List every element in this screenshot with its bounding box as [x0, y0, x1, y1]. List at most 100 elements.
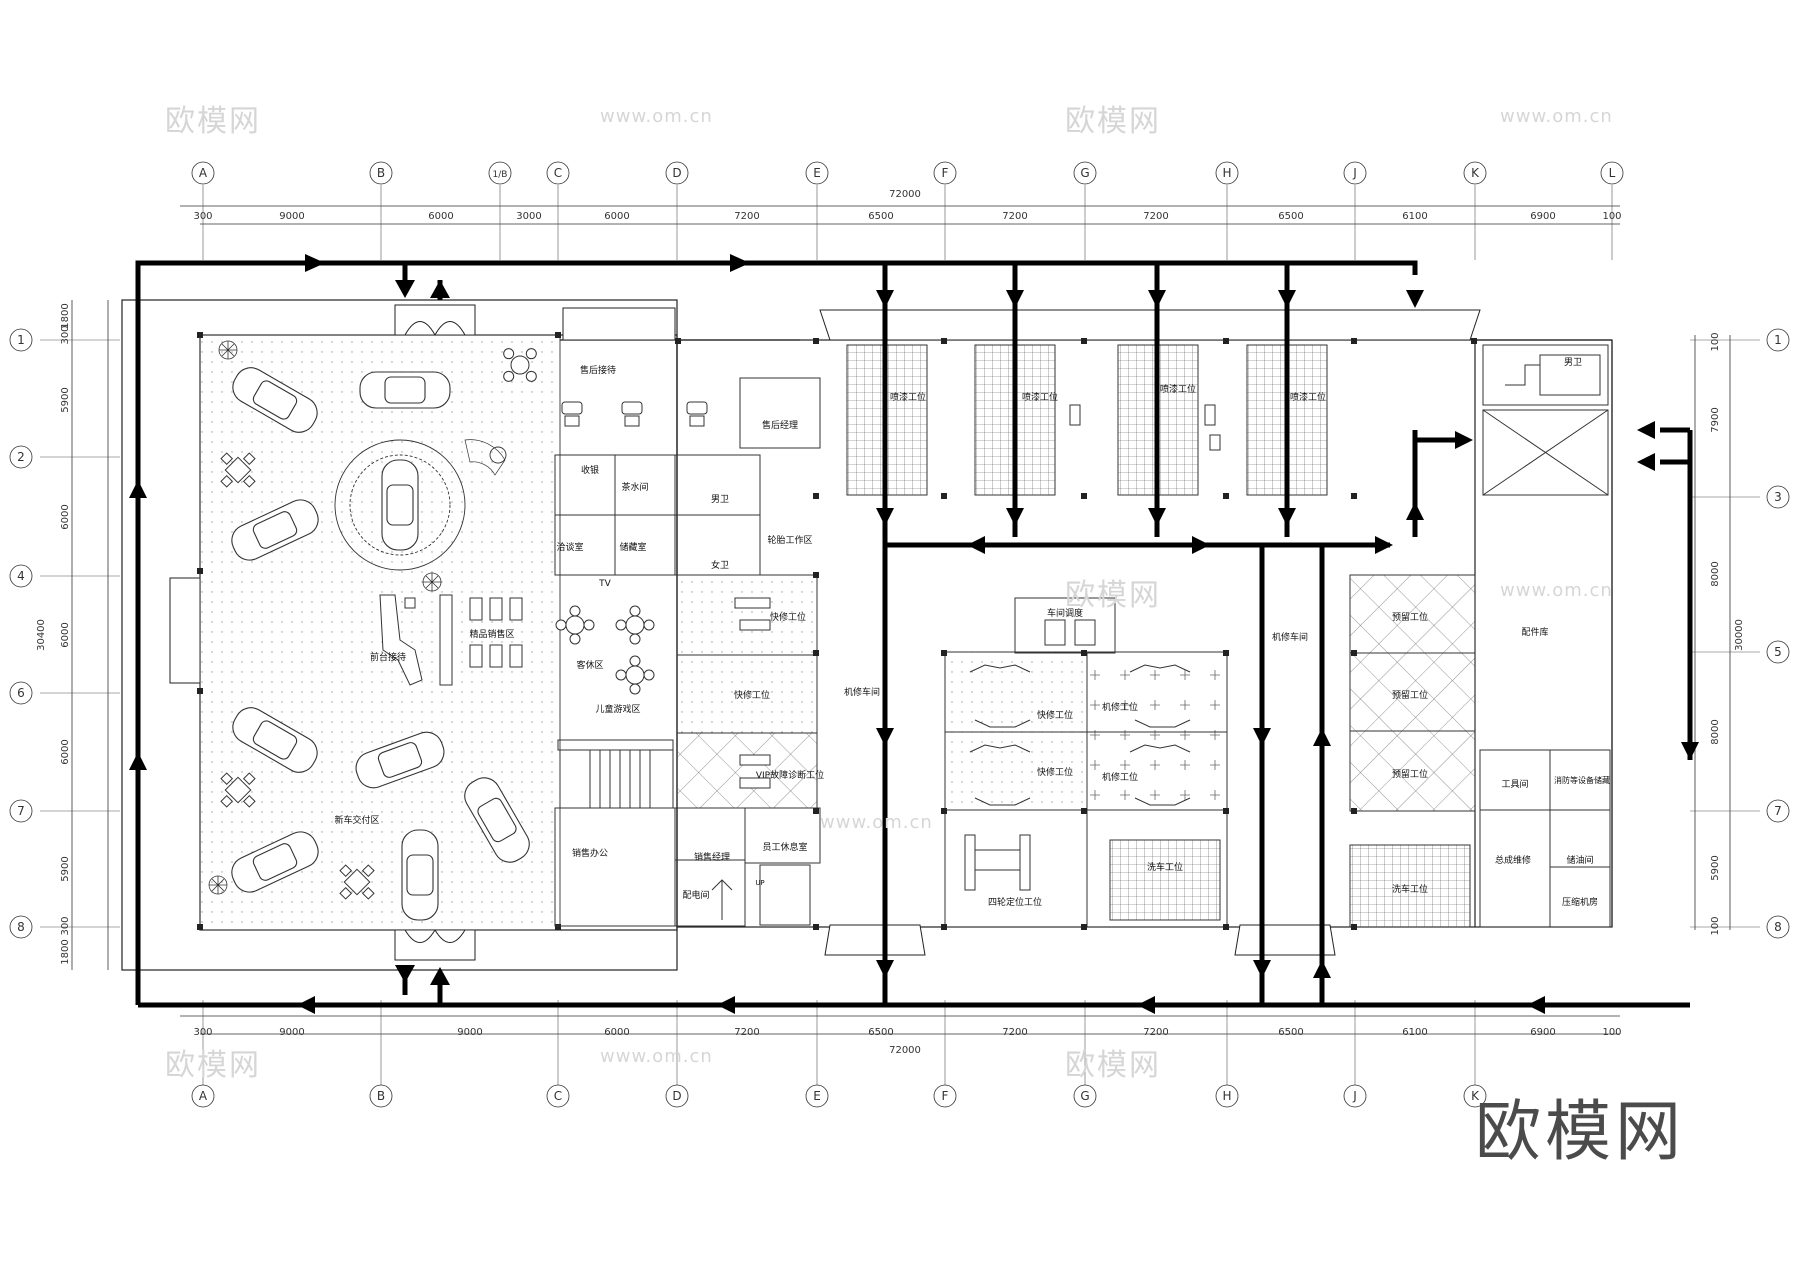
arrow-down-icon	[1406, 290, 1424, 308]
plant-icon	[218, 340, 238, 360]
arrow-left-icon	[1637, 453, 1655, 471]
watermark-brand: 欧模网	[1065, 578, 1161, 613]
arrow-down-icon	[1006, 290, 1024, 308]
arrow-left-icon	[967, 536, 985, 554]
watermark-brand: 欧模网	[1065, 1048, 1161, 1083]
label-prep-bay-3: 预留工位	[1392, 768, 1428, 780]
axis-C-bottom: C	[554, 1089, 562, 1103]
dim-bottom-9: 6500	[1278, 1027, 1303, 1038]
bottom-dimensions: 300 9000 9000 6000 7200 6500 7200 7200 6…	[193, 1027, 1621, 1056]
label-power-room: 配电间	[682, 889, 709, 901]
label-paint-bay-4: 喷漆工位	[1290, 391, 1326, 403]
dim-top-4: 3000	[516, 211, 541, 222]
axis-J-top: J	[1352, 166, 1357, 180]
arrow-down-icon	[1148, 290, 1166, 308]
label-wash-bay-2: 洗车工位	[1392, 883, 1428, 895]
arrow-right-icon	[730, 254, 750, 272]
watermark-brand: 欧模网	[1065, 104, 1161, 139]
axis-G-bottom: G	[1080, 1089, 1089, 1103]
display-cars	[231, 367, 530, 921]
axis-bubbles-right: 1 3 5 7 8	[1766, 328, 1790, 939]
car-icon	[231, 499, 319, 561]
room-labels: 售后接待 售后经理 收银 茶水间 男卫 女卫 洽谈室 储藏室 TV 轮胎工作区 …	[334, 357, 1610, 908]
bottom-overall-dimension: 72000	[889, 1045, 921, 1056]
arrow-right-icon	[1192, 536, 1210, 554]
table-icon	[220, 452, 256, 488]
arrow-down-icon	[1006, 508, 1024, 526]
axis-E-bottom: E	[813, 1089, 821, 1103]
axis-5-right: 5	[1774, 645, 1782, 659]
label-mech-workshop-2: 机修车间	[1272, 631, 1308, 643]
label-tool-room: 工具间	[1501, 778, 1528, 790]
arrow-down-icon	[876, 960, 894, 978]
axis-grid-lines	[40, 185, 1760, 1085]
axis-8-right: 8	[1774, 920, 1782, 934]
arrow-down-icon	[876, 290, 894, 308]
car-icon	[401, 829, 439, 921]
arrow-down-icon	[876, 508, 894, 526]
label-sales-office: 销售办公	[572, 847, 608, 859]
dim-bottom-6: 6500	[868, 1027, 893, 1038]
label-negotiation: 洽谈室	[556, 541, 583, 553]
dim-bottom-3: 9000	[457, 1027, 482, 1038]
dim-bottom-4: 6000	[604, 1027, 629, 1038]
label-oil-room: 储油间	[1566, 854, 1593, 866]
circulation-arrowheads	[129, 254, 1699, 1014]
arrow-up-icon	[1313, 728, 1331, 746]
label-mech-bay-a: 机修工位	[1102, 701, 1138, 713]
plant-icon	[422, 572, 442, 592]
dim-bottom-12: 100	[1602, 1027, 1621, 1038]
label-dispatch: 车间调度	[1047, 607, 1083, 619]
table-icon	[686, 401, 708, 427]
service-rooms	[554, 377, 821, 927]
label-storage: 储藏室	[619, 541, 646, 553]
arrow-left-icon	[717, 996, 735, 1014]
plants	[208, 340, 442, 895]
dim-top-10: 6500	[1278, 211, 1303, 222]
dim-top-2: 9000	[279, 211, 304, 222]
table-sets	[220, 348, 708, 900]
dim-right-1: 100	[1710, 332, 1721, 351]
dim-right-5: 5900	[1710, 855, 1721, 880]
arrow-down-icon	[1681, 742, 1699, 760]
label-quick-bay-a: 快修工位	[1037, 709, 1073, 721]
label-mech-bay-b: 机修工位	[1102, 771, 1138, 783]
car-icon	[359, 371, 451, 409]
structural-columns	[675, 338, 1477, 930]
label-vip-diagnosis: VIP故障诊断工位	[756, 769, 824, 781]
arrow-down-icon	[1253, 728, 1271, 746]
arrow-up-icon	[129, 752, 147, 770]
axis-bubbles-top: A B 1/B C D E F G H J K L	[191, 161, 1624, 185]
axis-7-left: 7	[17, 804, 25, 818]
dim-top-9: 7200	[1143, 211, 1168, 222]
label-equipment-room: 消防等设备储藏	[1554, 775, 1610, 785]
arrow-left-icon	[1527, 996, 1545, 1014]
axis-bubbles-bottom: A B C D E F G H J K	[191, 1084, 1487, 1108]
dim-left-4: 6000	[60, 504, 71, 529]
dim-top-1: 300	[193, 211, 212, 222]
dim-left-2: 300	[60, 325, 71, 344]
right-dimensions: 100 7900 8000 30000 8000 5900 100	[1710, 332, 1745, 935]
arrow-down-icon	[1253, 960, 1271, 978]
top-dimensions: 72000 300 9000 6000 3000 6000 7200 6500 …	[193, 189, 1621, 222]
label-new-car-delivery: 新车交付区	[334, 814, 379, 826]
table-icon	[339, 864, 375, 900]
arrow-left-icon	[297, 996, 315, 1014]
dim-top-8: 7200	[1002, 211, 1027, 222]
columns-showroom	[197, 332, 561, 930]
label-prep-bay-1: 预留工位	[1392, 611, 1428, 623]
label-quick-repair-2: 快修工位	[734, 689, 770, 701]
axis-1-left: 1	[17, 333, 25, 347]
axis-8-left: 8	[17, 920, 25, 934]
entrances	[169, 304, 1481, 961]
dim-bottom-10: 6100	[1402, 1027, 1427, 1038]
arrow-down-icon	[876, 728, 894, 746]
label-tire-workshop: 轮胎工作区	[767, 534, 812, 546]
axis-6-left: 6	[17, 686, 25, 700]
dim-bottom-2: 9000	[279, 1027, 304, 1038]
label-up: UP	[755, 879, 764, 887]
dim-bottom-11: 6900	[1530, 1027, 1555, 1038]
dim-right-overall: 30000	[1734, 619, 1745, 651]
label-boutique-sales: 精品销售区	[469, 628, 514, 640]
